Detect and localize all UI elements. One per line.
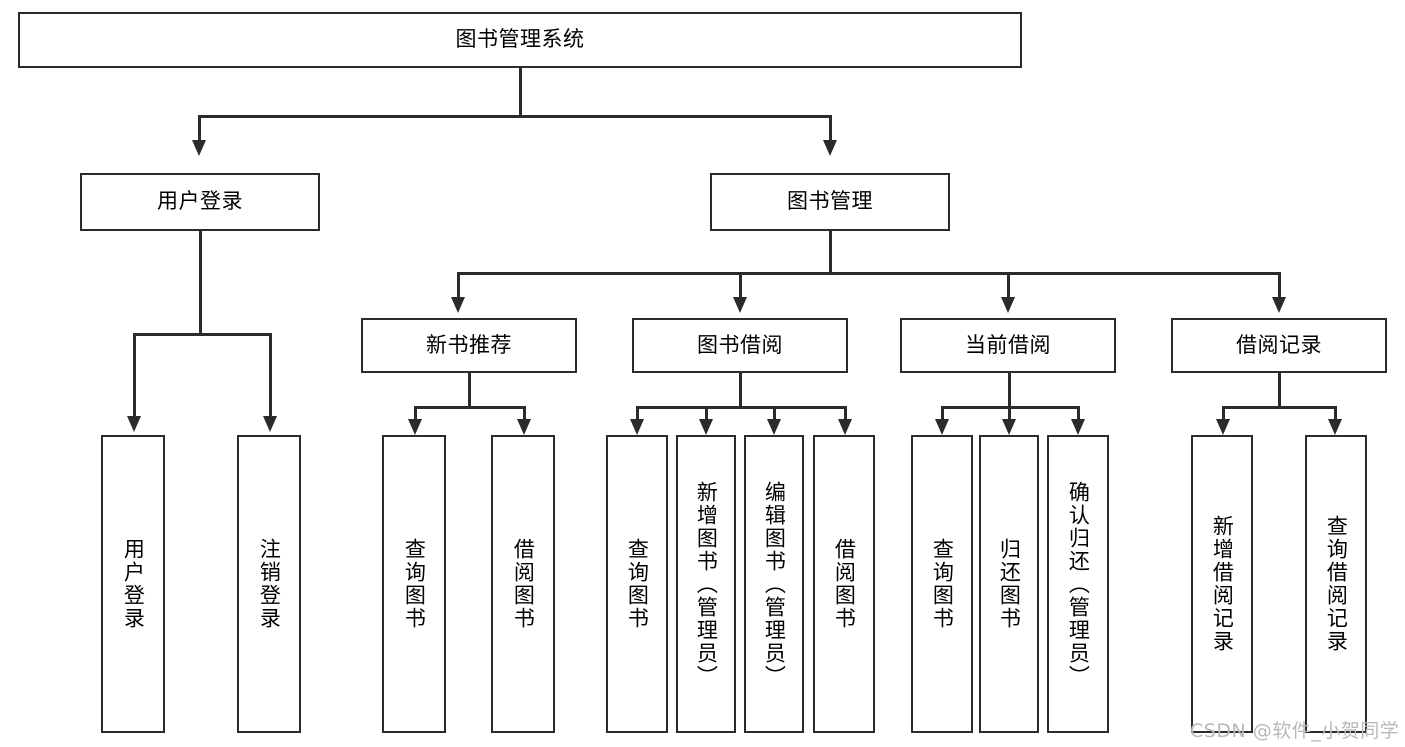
connector-drop-bb-leaf-2: [705, 406, 708, 422]
node-label: 借阅图书: [511, 538, 536, 630]
node-label: 用户登录: [157, 189, 243, 214]
arrow-to-borrow-record: [1272, 297, 1286, 313]
node-user-login[interactable]: 用户登录: [80, 173, 320, 231]
leaf-user-login[interactable]: 用户登录: [101, 435, 165, 733]
connector-drop-cb-leaf-1: [941, 406, 944, 422]
node-label: 归还图书: [997, 538, 1022, 630]
leaf-nbr-query-book[interactable]: 查询图书: [382, 435, 446, 733]
connector-drop-nbr-leaf-1: [414, 406, 417, 422]
node-label: 图书借阅: [697, 332, 783, 357]
arrow-to-book-management: [823, 140, 837, 156]
connector-book-borrow-bus: [636, 406, 847, 409]
node-label: 查询图书: [625, 538, 650, 630]
csdn-watermark: CSDN @软件_小贺同学: [1190, 720, 1400, 742]
connector-new-book-recommend-stem: [468, 373, 471, 408]
leaf-bb-edit-book-admin[interactable]: 编辑图书（管理员）: [744, 435, 804, 733]
node-label: 图书管理系统: [455, 27, 585, 52]
node-new-book-recommend[interactable]: 新书推荐: [361, 318, 577, 373]
node-label: 编辑图书（管理员）: [762, 480, 787, 688]
leaf-br-add-record[interactable]: 新增借阅记录: [1191, 435, 1253, 733]
node-label: 借阅记录: [1236, 332, 1322, 357]
node-label: 当前借阅: [965, 332, 1051, 357]
node-label: 查询图书: [402, 538, 427, 630]
arrow-to-bb-leaf-1: [630, 419, 644, 435]
leaf-cb-return-book[interactable]: 归还图书: [979, 435, 1039, 733]
arrow-to-leaf-user-login: [127, 416, 141, 432]
leaf-bb-add-book-admin[interactable]: 新增图书（管理员）: [676, 435, 736, 733]
leaf-cb-query-book[interactable]: 查询图书: [911, 435, 973, 733]
arrow-to-new-book-recommend: [451, 297, 465, 313]
node-label: 查询借阅记录: [1324, 515, 1349, 653]
connector-drop-br-leaf-2: [1334, 406, 1337, 422]
node-label: 查询图书: [930, 538, 955, 630]
connector-drop-cb-leaf-3: [1077, 406, 1080, 422]
node-book-borrow[interactable]: 图书借阅: [632, 318, 848, 373]
node-label: 新书推荐: [426, 332, 512, 357]
connector-drop-current-borrow: [1007, 272, 1010, 300]
connector-level1-drop-user-login: [198, 115, 201, 143]
arrow-to-cb-leaf-2: [1002, 419, 1016, 435]
node-label: 图书管理: [787, 189, 873, 214]
arrow-to-cb-leaf-3: [1071, 419, 1085, 435]
arrow-to-nbr-leaf-2: [517, 419, 531, 435]
connector-drop-bb-leaf-4: [844, 406, 847, 422]
connector-book-management-stem: [829, 231, 832, 274]
node-borrow-record[interactable]: 借阅记录: [1171, 318, 1387, 373]
connector-current-borrow-stem: [1008, 373, 1011, 408]
connector-drop-bb-leaf-3: [773, 406, 776, 422]
connector-drop-nbr-leaf-2: [523, 406, 526, 422]
leaf-cb-confirm-return-admin[interactable]: 确认归还（管理员）: [1047, 435, 1109, 733]
connector-drop-br-leaf-1: [1222, 406, 1225, 422]
connector-user-login-bus: [133, 333, 272, 336]
leaf-nbr-borrow-book[interactable]: 借阅图书: [491, 435, 555, 733]
arrow-to-book-borrow: [733, 297, 747, 313]
connector-borrow-record-bus: [1222, 406, 1337, 409]
connector-drop-borrow-record: [1278, 272, 1281, 300]
node-label: 新增图书（管理员）: [694, 480, 719, 688]
connector-drop-user-login-leaf-2: [269, 333, 272, 418]
leaf-br-query-record[interactable]: 查询借阅记录: [1305, 435, 1367, 733]
connector-level1-bus: [198, 115, 832, 118]
connector-new-book-recommend-bus: [414, 406, 526, 409]
connector-level1-drop-book-management: [829, 115, 832, 143]
node-label: 注销登录: [257, 538, 282, 630]
leaf-bb-query-book[interactable]: 查询图书: [606, 435, 668, 733]
arrow-to-bb-leaf-2: [699, 419, 713, 435]
connector-drop-bb-leaf-1: [636, 406, 639, 422]
connector-drop-book-borrow: [739, 272, 742, 300]
node-root-book-management-system[interactable]: 图书管理系统: [18, 12, 1022, 68]
arrow-to-br-leaf-2: [1328, 419, 1342, 435]
arrow-to-leaf-logout: [263, 416, 277, 432]
connector-drop-cb-leaf-2: [1008, 406, 1011, 422]
arrow-to-nbr-leaf-1: [408, 419, 422, 435]
connector-user-login-stem: [199, 231, 202, 335]
connector-borrow-record-stem: [1278, 373, 1281, 408]
node-current-borrow[interactable]: 当前借阅: [900, 318, 1116, 373]
arrow-to-current-borrow: [1001, 297, 1015, 313]
leaf-logout[interactable]: 注销登录: [237, 435, 301, 733]
connector-drop-user-login-leaf-1: [133, 333, 136, 418]
connector-drop-new-book-recommend: [457, 272, 460, 300]
arrow-to-user-login: [192, 140, 206, 156]
arrow-to-bb-leaf-4: [838, 419, 852, 435]
arrow-to-br-leaf-1: [1216, 419, 1230, 435]
leaf-bb-borrow-book[interactable]: 借阅图书: [813, 435, 875, 733]
connector-root-stem: [519, 68, 522, 117]
arrow-to-cb-leaf-1: [935, 419, 949, 435]
arrow-to-bb-leaf-3: [767, 419, 781, 435]
node-book-management[interactable]: 图书管理: [710, 173, 950, 231]
node-label: 新增借阅记录: [1210, 515, 1235, 653]
node-label: 借阅图书: [832, 538, 857, 630]
connector-book-borrow-stem: [739, 373, 742, 408]
node-label: 确认归还（管理员）: [1066, 480, 1091, 688]
connector-level2-bus: [457, 272, 1281, 275]
node-label: 用户登录: [121, 538, 146, 630]
